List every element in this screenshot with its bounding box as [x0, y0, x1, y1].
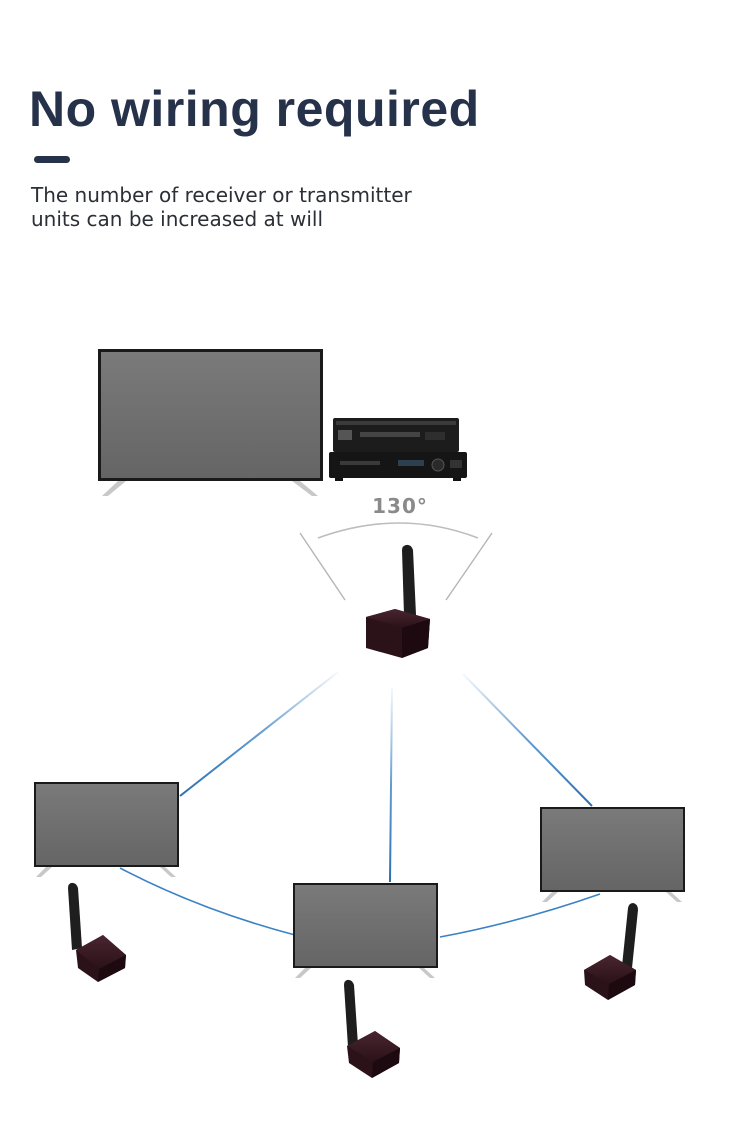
- receiver-tv-center: [293, 883, 438, 978]
- link-curve-right: [439, 893, 601, 938]
- link-line-right: [462, 673, 593, 807]
- link-curve-left: [119, 867, 296, 936]
- angle-label: 130°: [372, 494, 428, 518]
- receiver-tv-left: [34, 782, 179, 877]
- angle-arc: [317, 522, 479, 539]
- subtitle-line-1: The number of receiver or transmitter: [31, 183, 412, 207]
- page-title: No wiring required: [29, 81, 480, 137]
- transmitter-module: [366, 544, 430, 658]
- link-line-left: [179, 671, 339, 797]
- receiver-module-center: [344, 979, 400, 1078]
- link-line-center: [389, 687, 393, 883]
- title-accent-bar: [34, 156, 70, 163]
- source-tv: [98, 349, 323, 496]
- receiver-tv-right: [540, 807, 685, 902]
- subtitle-line-2: units can be increased at will: [31, 207, 324, 231]
- angle-ray-right: [445, 532, 493, 601]
- subtitle: The number of receiver or transmitter un…: [31, 183, 412, 231]
- receiver-module-left: [68, 882, 126, 982]
- angle-ray-left: [299, 532, 346, 601]
- receiver-module-right: [584, 903, 638, 1000]
- dvd-player-stack: [329, 418, 467, 481]
